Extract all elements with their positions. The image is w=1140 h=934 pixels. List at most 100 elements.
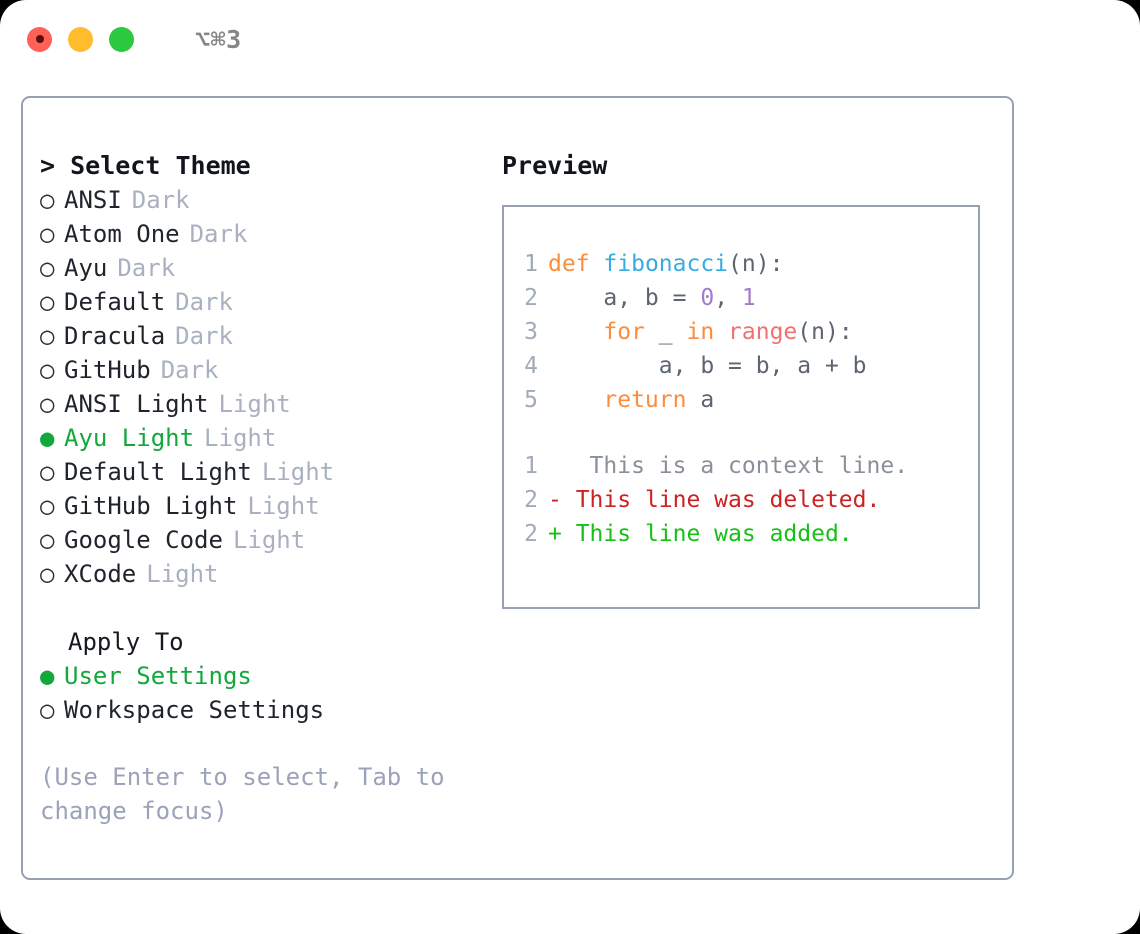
apply-to-option-user-settings[interactable]: ●User Settings [40,659,470,693]
code-token-plain: _ [644,319,687,345]
code-line-text: a, b = 0, 1 [548,281,756,315]
theme-option-kind: Light [218,390,291,418]
code-line: 3 for _ in range(n): [504,315,978,349]
theme-option-kind: Light [204,424,277,452]
code-line: 2 a, b = 0, 1 [504,281,978,315]
code-token-kw: for [603,319,645,345]
diff-line-add: 2+ This line was added. [504,517,978,551]
apply-to-heading: Apply To [68,628,184,656]
theme-option-label: Default [64,288,166,316]
radio-unselected-icon: ○ [40,356,55,384]
theme-option-kind: Light [247,492,320,520]
code-line-text: for _ in range(n): [548,315,853,349]
theme-option-label: ANSI [64,186,122,214]
code-token-call: range [728,319,798,345]
code-diff-spacer [504,417,978,449]
code-token-plain [548,387,603,413]
code-token-plain: a, b = [548,285,701,311]
apply-to-option-list[interactable]: ●User Settings ○ Workspace Settings [40,659,470,727]
radio-unselected-icon: ○ [40,390,55,418]
diff-line-text: This line was added. [561,521,853,547]
apply-to-section: Apply To ●User Settings ○ Workspace Settin… [40,625,470,727]
code-token-num: 1 [741,285,756,311]
theme-option-label: Ayu [64,254,108,282]
code-line-number: 5 [524,387,538,413]
diff-sample: 1 This is a context line.2- This line wa… [504,449,978,551]
apply-to-option-label: User Settings [64,662,252,690]
code-token-fn: fibonacci [603,251,729,277]
theme-option-google-code[interactable]: ○ Google Code Light [40,523,470,557]
theme-option-kind: Dark [131,186,190,214]
theme-option-label: Ayu Light [64,424,195,452]
theme-option-kind: Light [146,560,219,588]
diff-line-text: This is a context line. [561,453,909,479]
theme-option-label: GitHub Light [64,492,238,520]
theme-option-ayu-light[interactable]: ● Ayu Light Light [40,421,470,455]
theme-option-github[interactable]: ○ GitHub Dark [40,353,470,387]
radio-unselected-icon: ○ [40,288,55,316]
code-line: 5 return a [504,383,978,417]
code-line: 1 def fibonacci(n): [504,247,978,281]
diff-marker [548,449,562,483]
code-line-text: def fibonacci(n): [548,247,783,281]
code-line-text: a, b = b, a + b [548,349,867,383]
theme-option-label: GitHub [64,356,151,384]
code-token-plain: (n): [728,251,784,277]
theme-option-ansi[interactable]: ○ ANSI Dark [40,183,470,217]
theme-option-kind: Dark [117,254,176,282]
code-line-number: 2 [524,285,538,311]
keyboard-hint-text: (Use Enter to select, Tab to change focu… [40,763,460,825]
radio-unselected-icon: ○ [40,560,55,588]
code-token-plain [548,319,603,345]
theme-option-label: Dracula [64,322,166,350]
maximize-button[interactable] [109,26,134,52]
code-token-plain: , [714,285,742,311]
preview-heading: Preview [502,151,608,180]
code-line-number: 3 [524,319,538,345]
code-token-plain [714,319,728,345]
titlebar-shortcut-label: ⌥⌘3 [195,24,242,54]
diff-marker: - [548,487,562,513]
radio-unselected-icon: ○ [40,322,55,350]
code-token-kw: return [603,387,687,413]
code-token-num: 0 [700,285,715,311]
code-token-kw: in [686,319,715,345]
theme-option-default[interactable]: ○ Default Dark [40,285,470,319]
apply-to-option-label: Workspace Settings [64,696,325,724]
radio-selected-icon: ● [40,424,55,452]
diff-line-del: 2- This line was deleted. [504,483,978,517]
radio-unselected-icon: ○ [40,458,55,486]
title-bar: ⌥⌘3 [0,0,1140,78]
theme-option-kind: Dark [175,288,233,316]
theme-option-kind: Light [232,526,306,554]
code-token-plain: (n): [797,319,853,345]
code-line-text: return a [548,383,714,417]
minimize-button[interactable] [68,26,93,52]
code-line-number: 4 [524,353,538,379]
theme-option-label: Google Code [64,526,223,554]
diff-line-number: 2 [524,521,538,547]
code-token-plain: a, b = b, a + b [548,353,867,379]
radio-unselected-icon: ○ [40,526,55,554]
code-line-number: 1 [524,251,538,277]
theme-option-kind: Dark [160,356,219,384]
code-token-plain [590,251,604,277]
close-button[interactable] [27,26,52,52]
theme-option-label: Default Light [64,458,252,486]
apply-to-option-workspace-settings[interactable]: ○ Workspace Settings [40,693,470,727]
diff-line-text: This line was deleted. [561,487,881,513]
radio-unselected-icon: ○ [40,186,55,214]
radio-unselected-icon: ○ [40,696,55,724]
